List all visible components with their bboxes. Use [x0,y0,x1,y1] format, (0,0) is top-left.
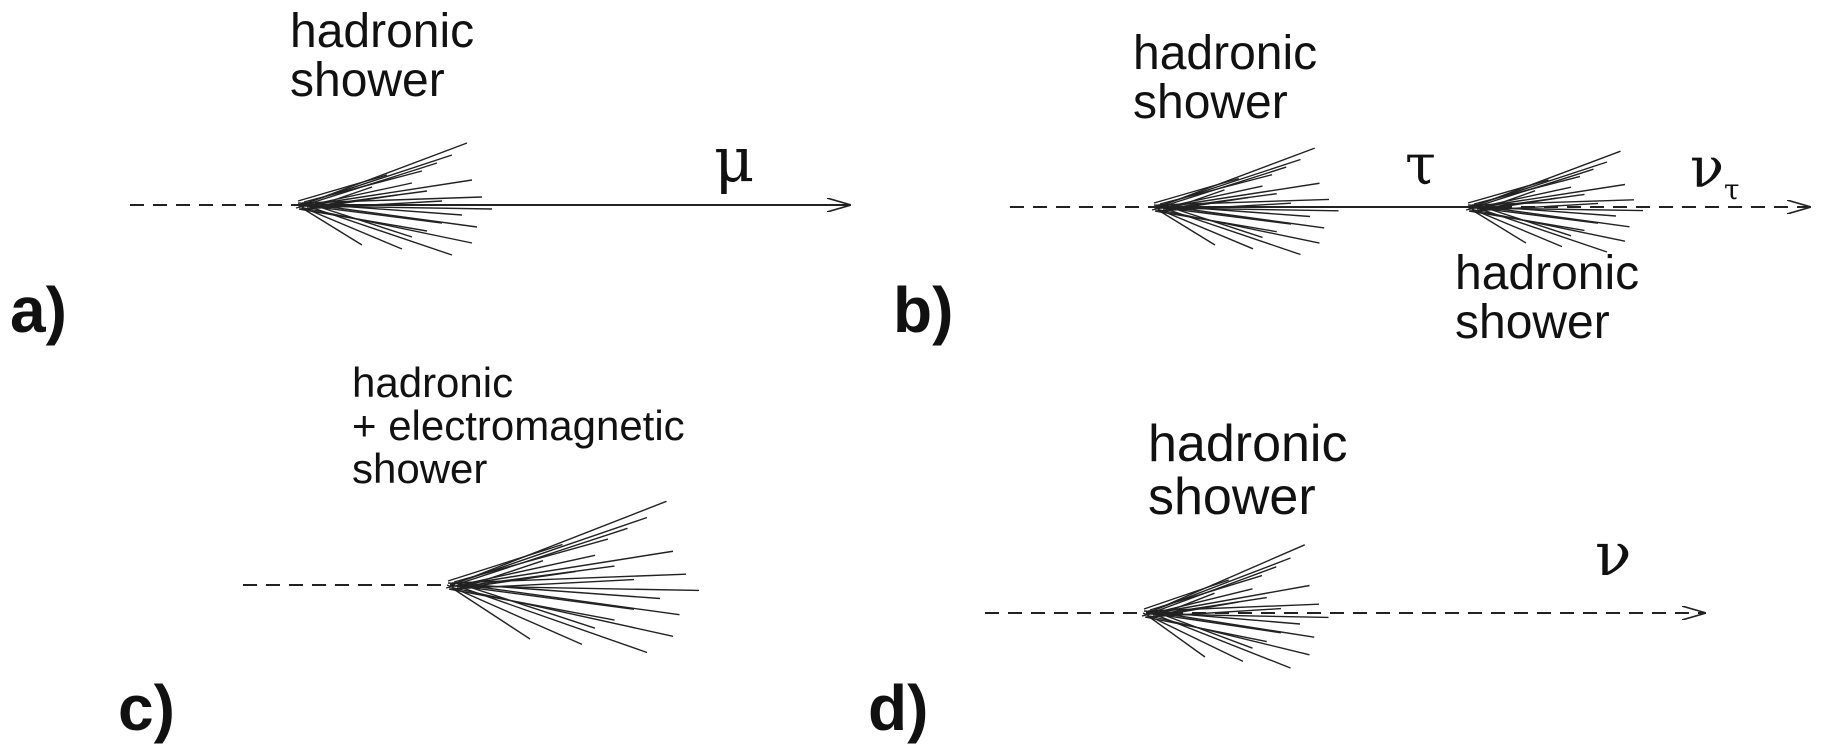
shower-label-line: hadronic [1148,418,1347,471]
muon-symbol: μ [714,128,754,191]
shower-ray [459,586,634,609]
shower-ray [460,551,673,585]
hadronic-shower [1142,545,1329,668]
shower-label-line: + electromagnetic [352,405,685,448]
shower-ray [454,588,673,636]
panel-d-letter: d) [868,676,928,741]
shower-label-line: shower [352,448,685,491]
hadronic-electromagnetic-shower [446,501,699,652]
shower-label-line: shower [290,57,474,106]
hadronic-shower [296,143,492,255]
panel-b-shower1-label: hadronic shower [1133,30,1317,128]
shower-ray [1150,576,1262,610]
shower-label-line: hadronic [1133,30,1317,79]
panel-a-letter: a) [10,278,67,343]
panel-d-shower-label: hadronic shower [1148,418,1347,524]
shower-label-line: shower [1148,471,1347,524]
panel-b-letter: b) [893,278,953,343]
hadronic-shower-secondary [1466,151,1643,252]
shower-ray [454,539,608,582]
shower-label-line: shower [1455,299,1639,348]
hadronic-shower-primary [1152,148,1339,254]
shower-label-line: shower [1133,79,1317,128]
tau-symbol: τ [1405,137,1436,194]
nu-symbol: ν [1690,136,1724,201]
panel-c-letter: c) [118,676,175,741]
tau-neutrino-symbol: ντ [1690,140,1740,205]
shower-label-line: hadronic [1455,250,1639,299]
neutrino-symbol: ν [1595,525,1631,586]
panel-c-shower-label: hadronic + electromagnetic shower [352,362,685,490]
shower-ray [452,501,667,585]
tau-subscript: τ [1724,173,1740,206]
shower-label-line: hadronic [352,362,685,405]
panel-b-shower2-label: hadronic shower [1455,250,1639,348]
shower-label-line: hadronic [290,8,474,57]
panel-c [243,501,699,652]
panel-a-shower-label: hadronic shower [290,8,474,106]
